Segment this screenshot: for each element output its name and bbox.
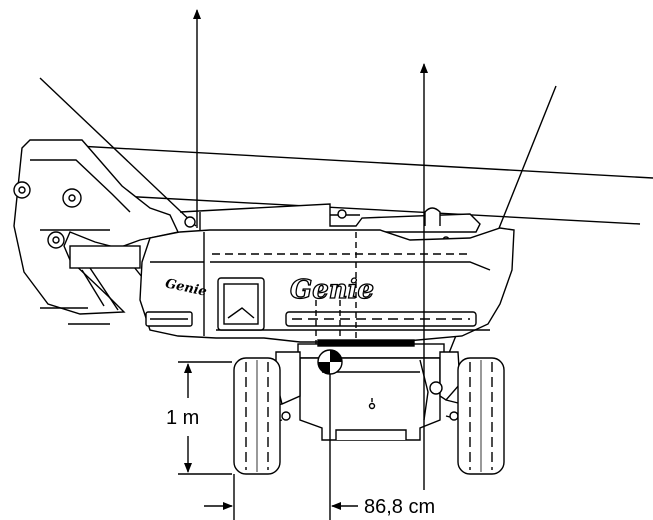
- offset-dimension-label: 86,8 cm: [364, 496, 435, 518]
- machine-body: [139, 227, 515, 346]
- left-wheel: [233, 357, 281, 475]
- offset-dimension: [204, 374, 358, 520]
- height-dimension-label: 1 m: [166, 407, 199, 429]
- load-arrows: [193, 9, 428, 490]
- brand-logo: Genie: [290, 275, 374, 305]
- right-wheel: [457, 357, 505, 475]
- center-of-gravity-symbol: [317, 349, 343, 375]
- chassis: [265, 339, 463, 441]
- height-dimension: [178, 361, 232, 475]
